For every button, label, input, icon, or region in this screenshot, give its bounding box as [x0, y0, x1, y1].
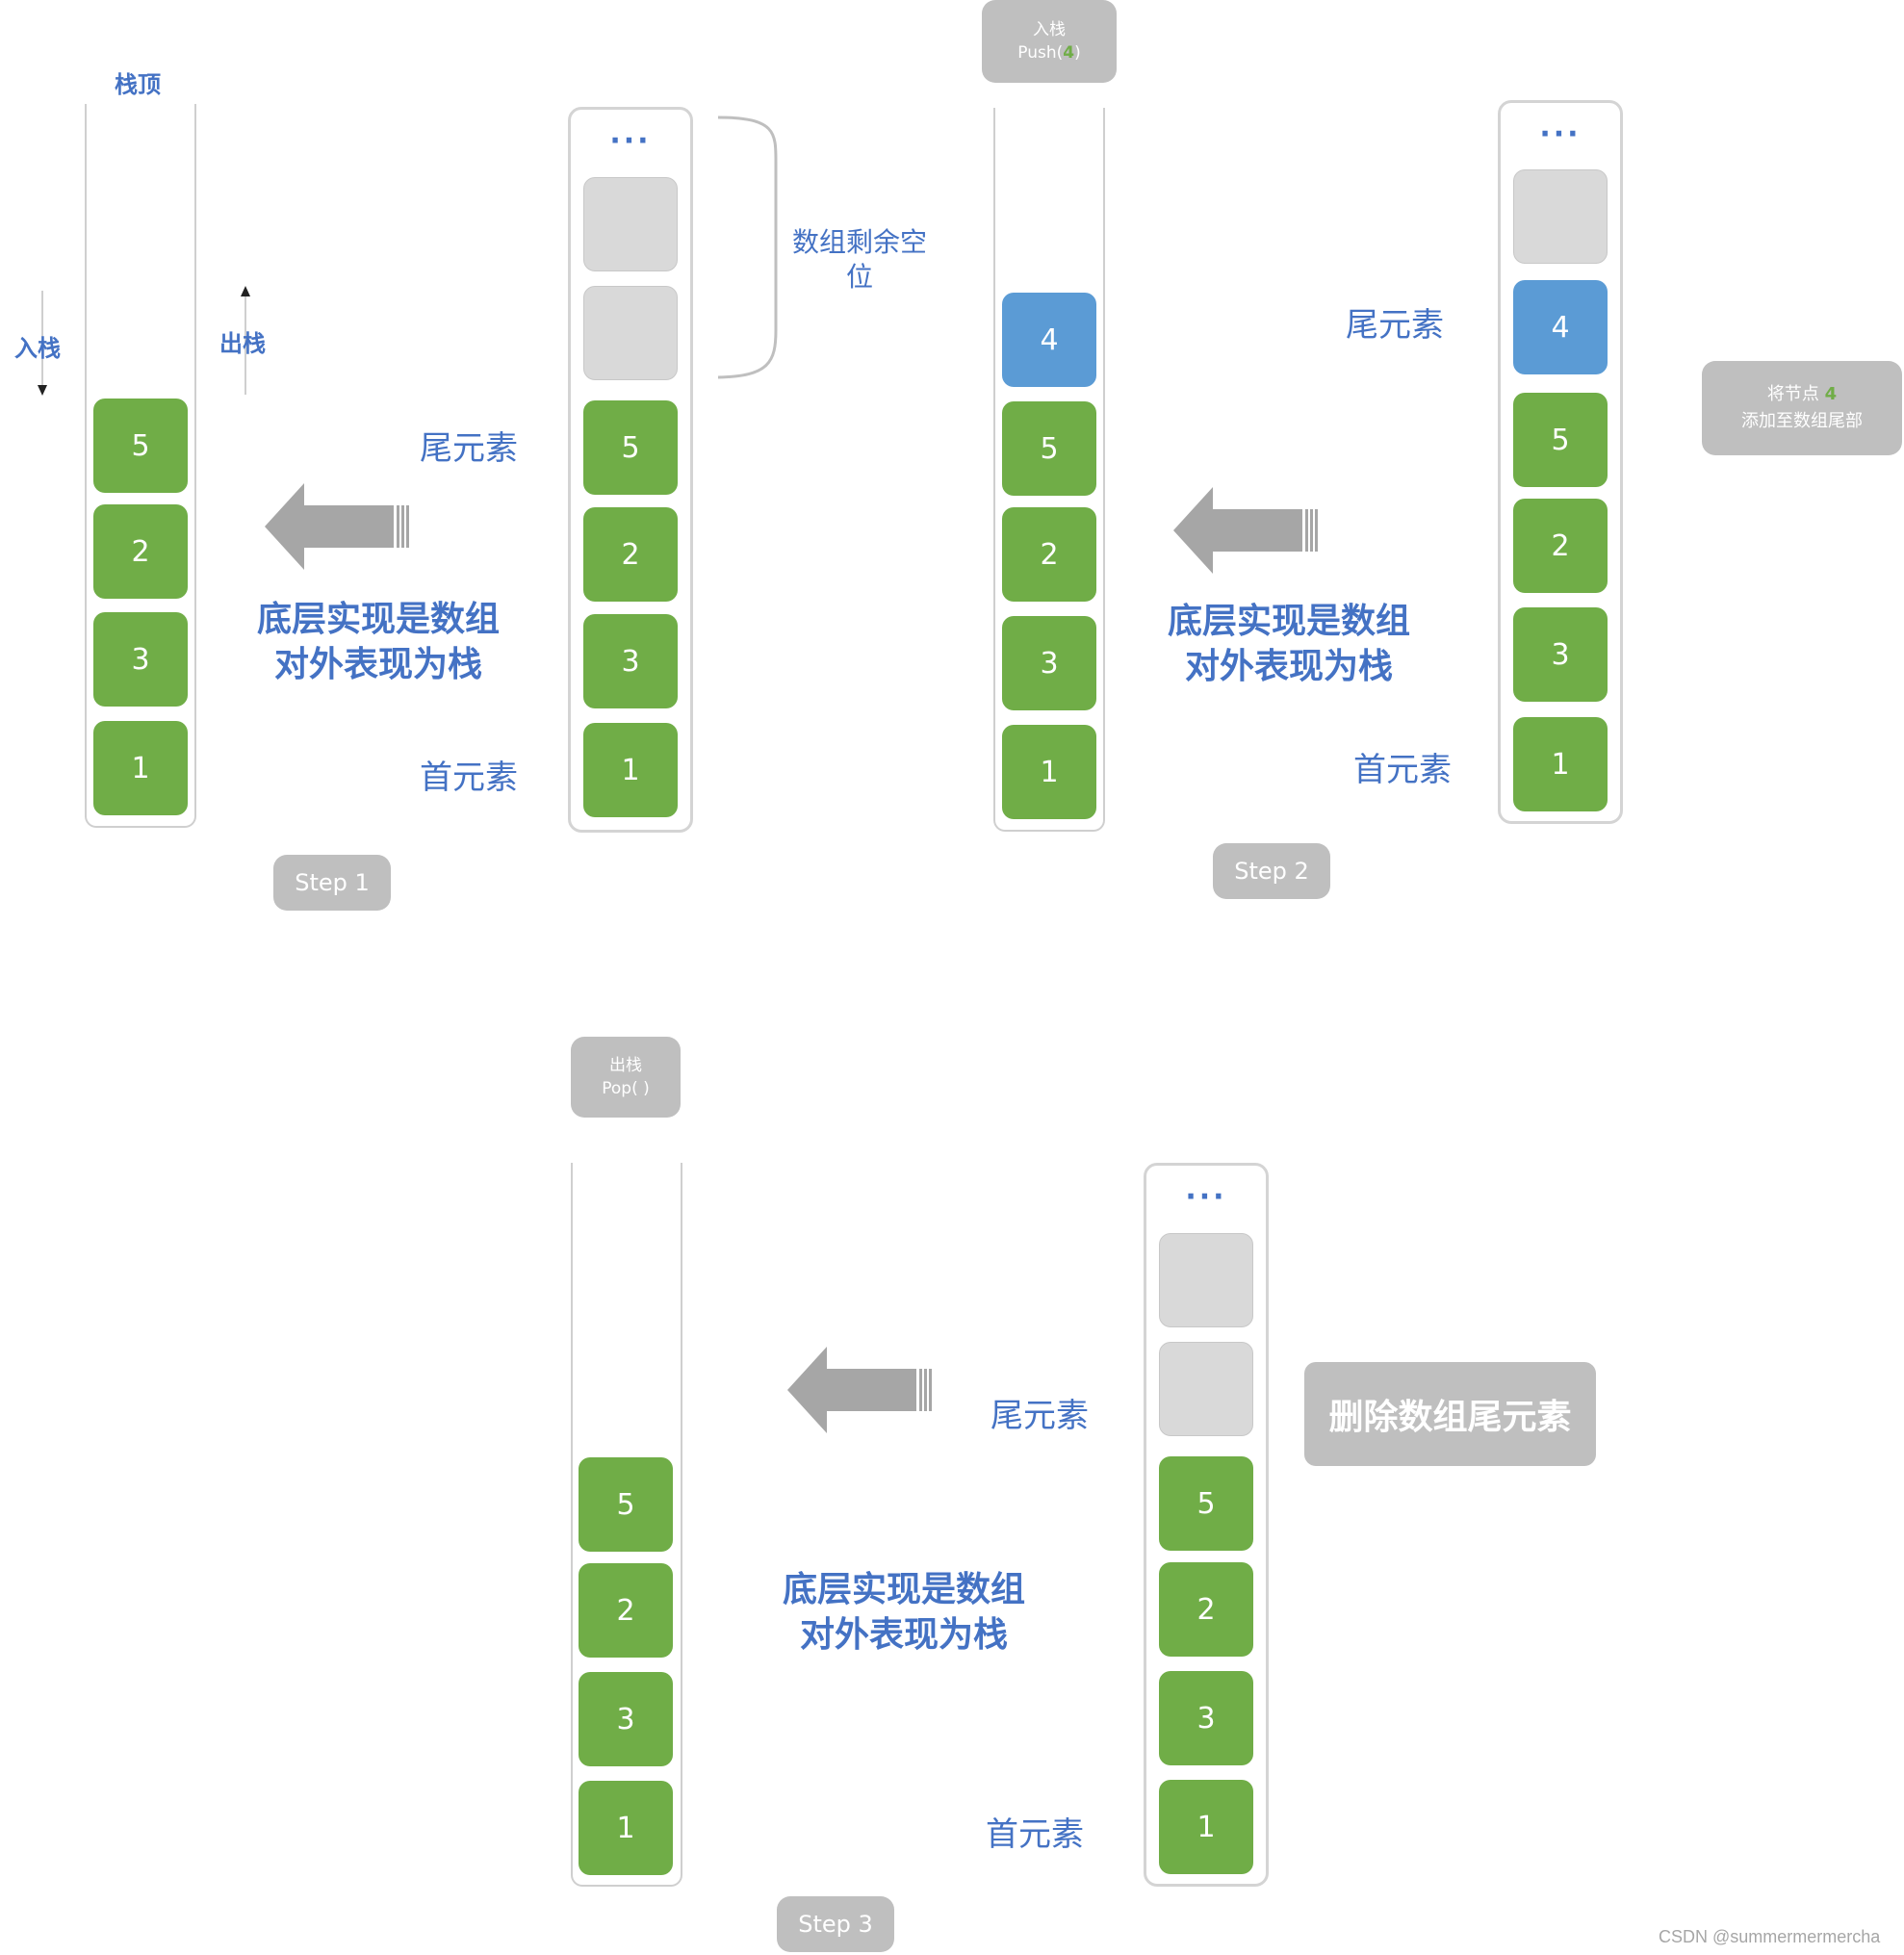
push-op-line1: 入栈	[1033, 20, 1066, 39]
stack2-cell: 3	[1002, 616, 1096, 710]
push-operation-badge: 入栈 Push(4)	[982, 0, 1117, 83]
array1-cell: 3	[583, 614, 678, 708]
remaining-space-text: 数组剩余空位	[791, 226, 927, 293]
array-ellipsis: ···	[1539, 117, 1582, 151]
head-element-label: 首元素	[420, 759, 518, 797]
description-line2: 对外表现为栈	[274, 645, 483, 684]
stack3-cell: 2	[579, 1563, 673, 1658]
stack2-cell: 4	[1002, 293, 1096, 387]
array-box-3	[1144, 1163, 1269, 1887]
array2-cell: 1	[1513, 717, 1608, 811]
push-op-value: 4	[1063, 43, 1075, 63]
head-element-label: 首元素	[986, 1815, 1084, 1854]
stack2-cell: 5	[1002, 401, 1096, 496]
array2-cell: 3	[1513, 607, 1608, 702]
description: 底层实现是数组 对外表现为栈	[257, 597, 500, 687]
array1-cell: 5	[583, 400, 678, 495]
array3-cell: 2	[1159, 1562, 1253, 1657]
description-line1: 底层实现是数组	[783, 1570, 1026, 1609]
tail-element-label: 尾元素	[991, 1397, 1089, 1435]
remaining-space-bracket	[717, 116, 778, 379]
array2-cell: 2	[1513, 499, 1608, 593]
step-badge-2: Step 2	[1213, 843, 1330, 899]
watermark: CSDN @summermermercha	[1659, 1927, 1881, 1946]
array-empty-slot	[1159, 1233, 1253, 1327]
stack3-cell: 3	[579, 1672, 673, 1766]
stack3-cell: 1	[579, 1781, 673, 1875]
step-badge-3: Step 3	[777, 1896, 894, 1952]
array-box-1	[568, 107, 693, 833]
stack-tube-3	[571, 1163, 682, 1887]
array-empty-slot	[1513, 169, 1608, 264]
array-empty-slot	[1159, 1342, 1253, 1436]
stack2-cell: 2	[1002, 507, 1096, 602]
array-empty-slot	[583, 286, 678, 380]
array-box-2	[1498, 100, 1623, 824]
array1-cell: 2	[583, 507, 678, 602]
tail-element-label: 尾元素	[1346, 306, 1444, 345]
description-line1: 底层实现是数组	[1168, 602, 1411, 641]
push-op-line2: Push(4)	[1017, 43, 1081, 63]
push-arrow-icon	[38, 291, 47, 396]
big-left-arrow-icon	[1173, 487, 1318, 574]
big-left-arrow-icon	[265, 483, 409, 570]
array2-cell: 5	[1513, 393, 1608, 487]
pop-op-line1: 出栈	[609, 1056, 642, 1075]
step-badge-1: Step 1	[273, 855, 391, 911]
stack-top-label: 栈顶	[115, 71, 161, 98]
stack-tube-2	[993, 108, 1105, 832]
stack3-cell: 5	[579, 1457, 673, 1552]
description: 底层实现是数组 对外表现为栈	[1168, 599, 1410, 689]
array1-cell: 1	[583, 723, 678, 817]
description: 底层实现是数组 对外表现为栈	[783, 1567, 1025, 1658]
push-note-value: 4	[1824, 384, 1838, 404]
array3-cell: 5	[1159, 1456, 1253, 1551]
stack-tube-1	[85, 104, 196, 828]
array2-cell: 4	[1513, 280, 1608, 374]
pop-arrow-icon	[241, 286, 250, 395]
pop-op-line2: Pop( )	[602, 1079, 650, 1098]
tail-element-label: 尾元素	[420, 429, 518, 468]
big-left-arrow-icon	[787, 1347, 932, 1433]
push-note-line2: 添加至数组尾部	[1741, 411, 1863, 431]
push-label: 入栈	[14, 335, 61, 362]
push-note-line1: 将节点 4	[1766, 384, 1838, 404]
pop-operation-badge: 出栈 Pop( )	[571, 1037, 681, 1118]
array-ellipsis: ···	[1185, 1180, 1227, 1214]
pop-label: 出栈	[219, 330, 266, 357]
stack1-cell: 3	[93, 612, 188, 707]
description-line2: 对外表现为栈	[1185, 647, 1394, 686]
array-empty-slot	[583, 177, 678, 271]
array3-cell: 1	[1159, 1780, 1253, 1874]
stack1-cell: 5	[93, 399, 188, 493]
stack1-cell: 1	[93, 721, 188, 815]
array3-cell: 3	[1159, 1671, 1253, 1765]
remaining-space-label: 数组剩余空位	[791, 225, 928, 295]
head-element-label: 首元素	[1353, 751, 1452, 789]
description-line2: 对外表现为栈	[800, 1615, 1009, 1655]
array-ellipsis: ···	[609, 124, 652, 158]
description-line1: 底层实现是数组	[257, 600, 501, 639]
stack1-cell: 2	[93, 504, 188, 599]
pop-note-box: 删除数组尾元素	[1304, 1362, 1596, 1466]
stack2-cell: 1	[1002, 725, 1096, 819]
push-note-box: 将节点 4 添加至数组尾部	[1702, 361, 1902, 455]
